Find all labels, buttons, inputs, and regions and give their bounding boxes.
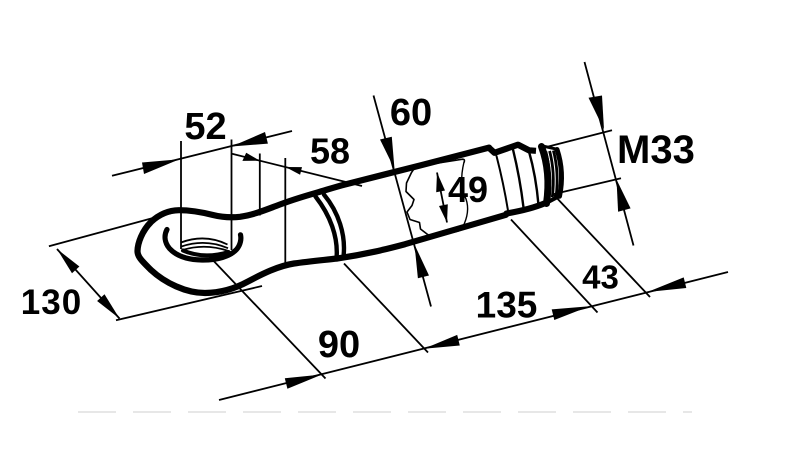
svg-text:52: 52 <box>184 106 226 148</box>
svg-text:60: 60 <box>390 92 432 134</box>
svg-text:135: 135 <box>476 285 538 326</box>
svg-text:130: 130 <box>21 283 82 322</box>
svg-text:58: 58 <box>310 131 350 172</box>
svg-text:49: 49 <box>448 169 488 210</box>
svg-text:43: 43 <box>582 259 619 296</box>
svg-text:90: 90 <box>318 324 360 366</box>
svg-text:M33: M33 <box>617 128 695 172</box>
